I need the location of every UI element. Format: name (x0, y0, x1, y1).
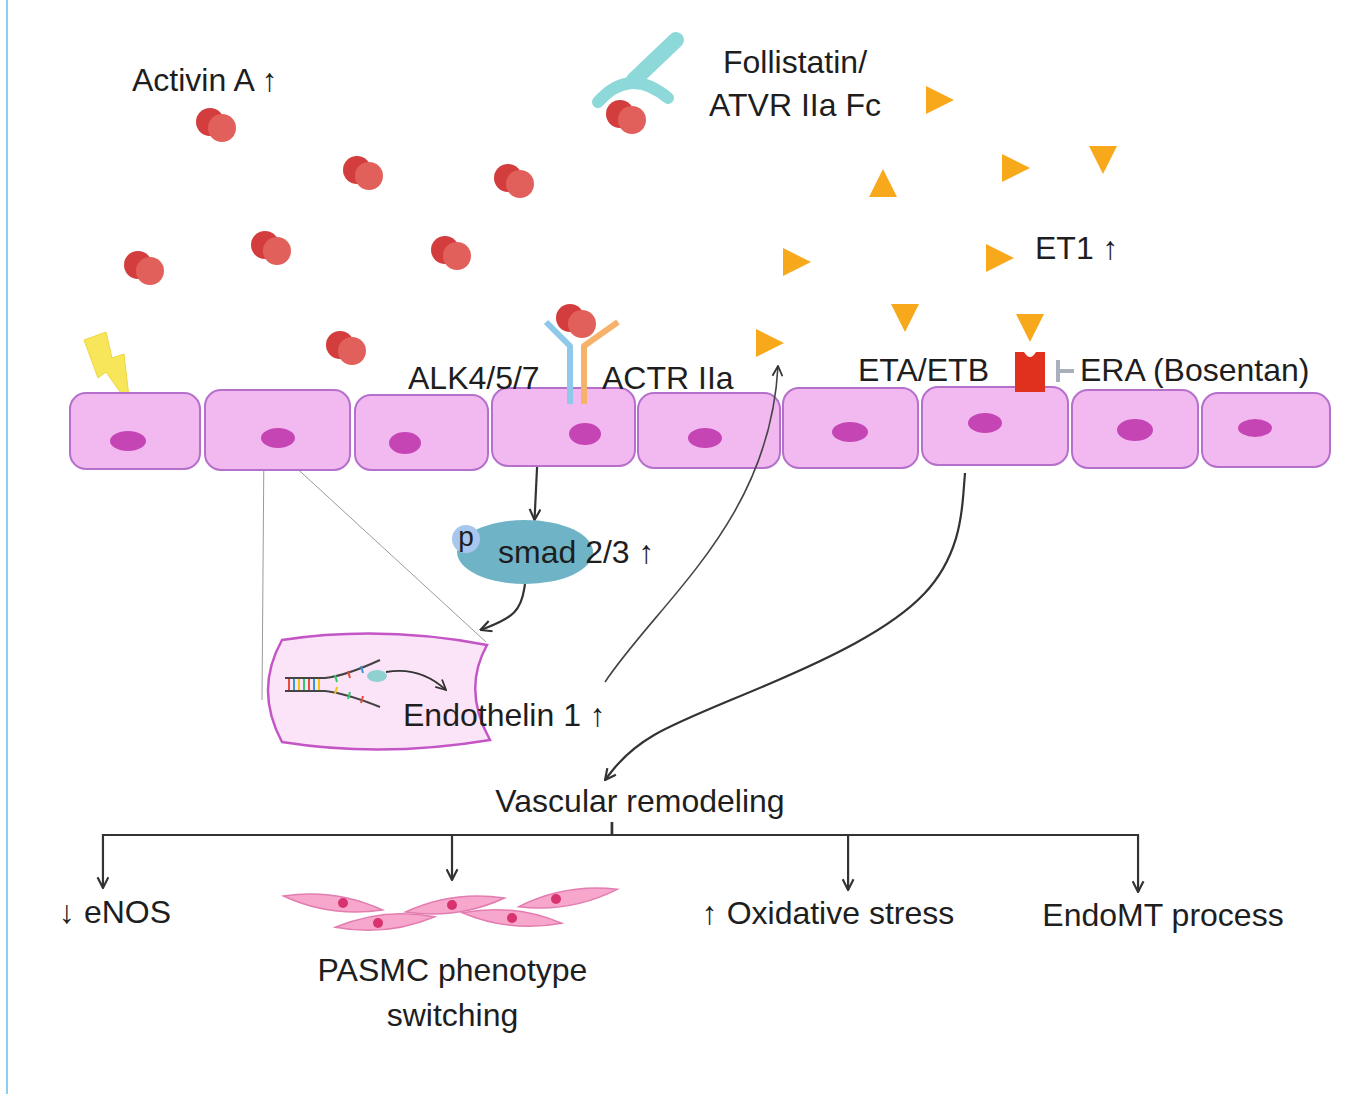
smooth-muscle-cell (404, 891, 505, 920)
cell-nucleus (1117, 419, 1153, 441)
connector-arrow (612, 822, 848, 890)
et1-peptide (756, 329, 784, 357)
smc-nucleus (338, 898, 348, 908)
node-text: Vascular remodeling (470, 783, 810, 819)
secretion-arrow (605, 366, 778, 682)
eta-etb-receptor (1015, 352, 1045, 392)
node-text: EndoMT process (1018, 897, 1308, 933)
label-text: ET1 ↑ (1035, 230, 1119, 266)
node-text: p (451, 522, 481, 552)
smc-nucleus (447, 900, 457, 910)
et1-peptide (891, 304, 919, 332)
activin-dimer (343, 156, 383, 190)
cell-nucleus (688, 428, 722, 448)
cell-nucleus (389, 432, 421, 454)
cell-nucleus (1238, 419, 1272, 437)
outcome-item: PASMC phenotype switching (280, 880, 625, 1030)
node-text: ACTR IIa (602, 360, 734, 396)
et1-peptide (783, 248, 811, 276)
frame-border (6, 0, 8, 1094)
et1-peptide (1016, 314, 1044, 342)
smc-nucleus (507, 913, 517, 923)
smooth-muscle-cell (517, 882, 618, 914)
receptor-complex: ALK4/5/7 ACTR IIa (405, 318, 760, 408)
endothelial-cell (1072, 390, 1198, 468)
smooth-muscle-cell (461, 905, 562, 930)
connector-arrow (481, 584, 526, 630)
cell-nucleus (968, 413, 1002, 433)
smc-nucleus (373, 918, 383, 928)
endothelial-cell (1202, 393, 1330, 467)
follistatin-cup (598, 83, 668, 102)
inhibitor-line (1058, 369, 1074, 373)
activin-dimer (556, 304, 596, 338)
nucleus-outline (262, 630, 492, 752)
et1-peptide (1002, 154, 1030, 182)
connector-arrow (103, 822, 612, 888)
activin-dimer (196, 108, 236, 142)
cell-nucleus (832, 422, 868, 442)
endothelial-cell (783, 388, 918, 468)
alk-receptor (546, 322, 570, 404)
receptor-complex: ETA/ETB ERA (Bosentan) (855, 318, 1345, 473)
connector-arrow (612, 822, 1138, 892)
follistatin-stalk (634, 40, 676, 80)
cell-nucleus (261, 428, 295, 448)
smooth-muscle-cell (282, 889, 383, 918)
phospho-circle: p (451, 524, 481, 554)
endothelial-cell (638, 393, 780, 468)
node-text: ETA/ETB (858, 352, 989, 388)
outcome-heading: Vascular remodeling (470, 780, 810, 822)
endothelial-cell (492, 388, 635, 466)
et1-peptide (926, 86, 954, 114)
activin-dimer (124, 251, 164, 285)
node-text: PASMC phenotype switching (280, 948, 625, 1038)
node-text: smad 2/3 ↑ (498, 534, 655, 570)
node-text: ALK4/5/7 (408, 360, 540, 396)
endothelial-cell (205, 390, 350, 470)
cell-nucleus (569, 423, 601, 445)
activin-dimer (494, 164, 534, 198)
outcome-item: EndoMT process (1018, 892, 1308, 938)
node-text: Endothelin 1 ↑ (403, 697, 606, 733)
endothelial-cell (922, 387, 1068, 465)
activin-dimer (251, 231, 291, 265)
et1-peptide (869, 169, 897, 197)
label-text: Follistatin/ ATVR IIa Fc (685, 41, 905, 127)
label-text: Activin A ↑ (132, 62, 278, 98)
cell-nucleus (110, 431, 146, 451)
node-text: ↑ Oxidative stress (678, 895, 978, 931)
activin-dimer (326, 331, 366, 365)
nucleus-shape: Endothelin 1 ↑ (262, 630, 492, 752)
smad-ellipse: smad 2/3 ↑p (457, 520, 593, 584)
zoom-line (262, 440, 264, 700)
connector-arrow (605, 473, 965, 780)
et1-peptide (986, 244, 1014, 272)
smc-nucleus (551, 894, 561, 904)
activin-dimer (431, 236, 471, 270)
node-text: ERA (Bosentan) (1080, 352, 1309, 388)
et1-peptide (1089, 146, 1117, 174)
outcome-item: ↑ Oxidative stress (678, 890, 978, 936)
endothelial-cell (70, 393, 200, 469)
endothelial-cell (355, 395, 488, 470)
node-text: ↓ eNOS (45, 894, 185, 930)
smooth-muscle-cell (334, 909, 435, 934)
connector-arrow (452, 822, 612, 880)
outcome-item: ↓ eNOS (45, 888, 185, 936)
activin-dimer (606, 100, 646, 134)
